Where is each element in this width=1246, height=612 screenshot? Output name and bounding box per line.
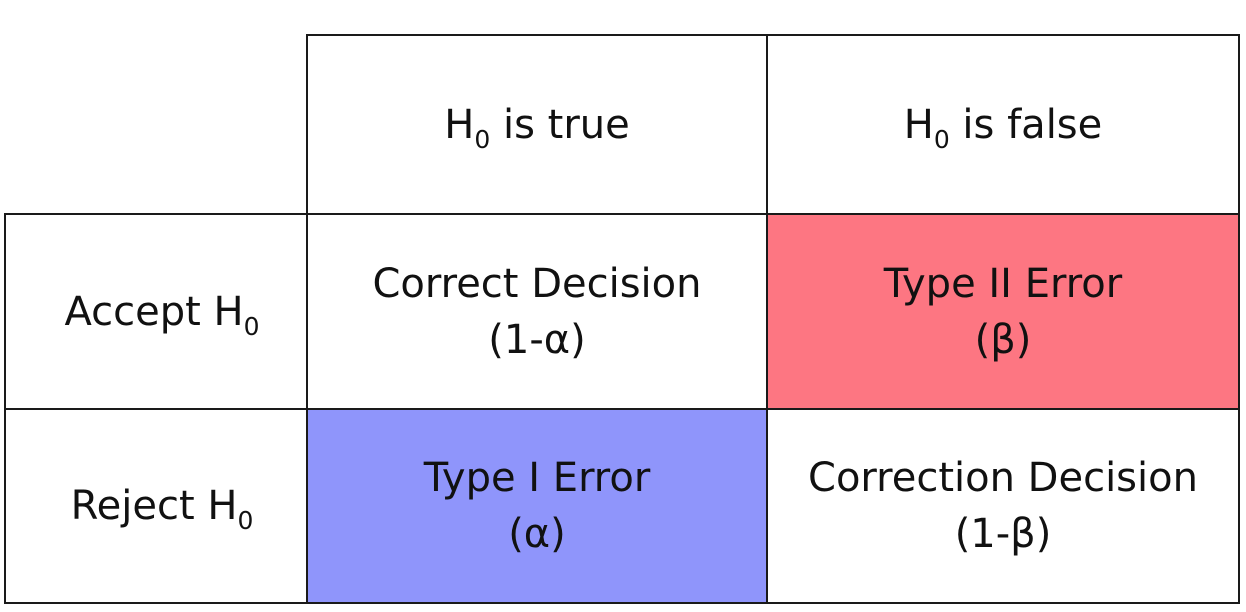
cell-probability: (β) [974, 316, 1032, 363]
column-header-label: is true [490, 101, 630, 148]
row-header-accept-h0: Accept H0 [4, 213, 308, 410]
cell-title: Type II Error [883, 260, 1123, 307]
cell-probability: (1-α) [488, 316, 586, 363]
row-header-label: Reject H [70, 483, 238, 529]
h0-subscript: 0 [237, 506, 254, 535]
cell-probability: (α) [508, 511, 566, 557]
column-header-h0-true: H0 is true [306, 34, 768, 215]
column-header-h0-false: H0 is false [766, 34, 1240, 215]
cell-correct-decision: Correct Decision (1-α) [306, 213, 768, 410]
h0-subscript: 0 [474, 124, 491, 154]
cell-title: Correction Decision [808, 455, 1198, 501]
row-header-reject-h0: Reject H0 [4, 408, 308, 604]
cell-title: Type I Error [423, 455, 651, 501]
row-header-label: Accept H [64, 288, 244, 335]
h0-symbol: H [903, 101, 934, 148]
cell-type-i-error: Type I Error (α) [306, 408, 768, 604]
cell-probability: (1-β) [954, 511, 1052, 557]
cell-title: Correct Decision [372, 260, 702, 307]
h0-symbol: H [444, 101, 475, 148]
cell-type-ii-error: Type II Error (β) [766, 213, 1240, 410]
cell-correction-decision: Correction Decision (1-β) [766, 408, 1240, 604]
h0-subscript: 0 [243, 311, 260, 341]
h0-subscript: 0 [933, 124, 950, 154]
column-header-label: is false [949, 101, 1103, 148]
